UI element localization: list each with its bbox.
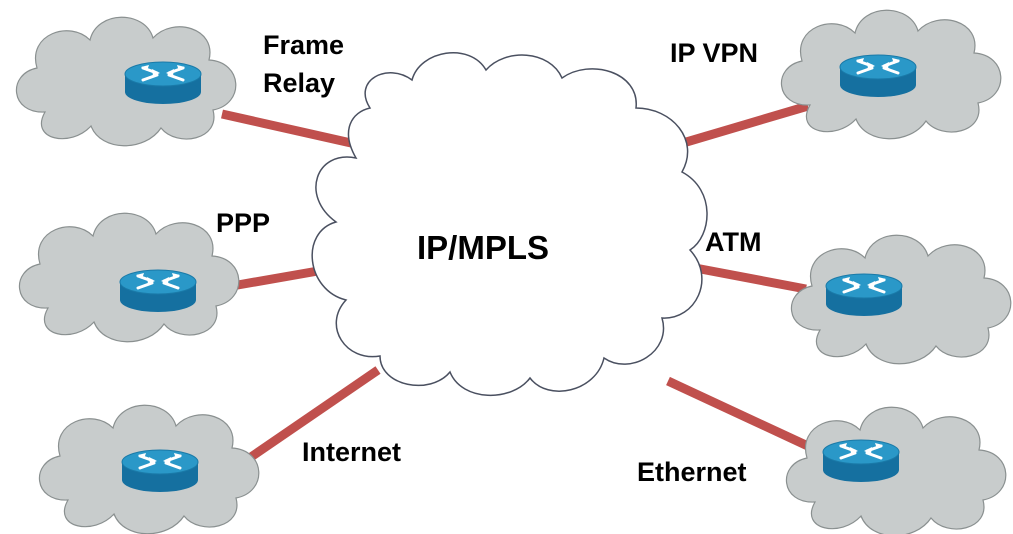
label-ethernet: Ethernet [637,457,747,487]
link-atm [689,262,807,294]
core-label: IP/MPLS [417,229,550,266]
site-ip-vpn [780,9,1002,140]
label-frame-relay-line-1: Frame [263,30,345,60]
router-icon [120,448,200,494]
core-cloud-icon [311,52,708,397]
router-icon [824,272,904,318]
links-layer [221,101,812,472]
label-atm: ATM [705,227,762,257]
site-frame-relay [15,16,237,147]
link-ethernet [666,376,812,452]
site-ethernet [785,406,1007,534]
router-icon [118,268,198,314]
link-internet [232,366,381,472]
site-internet [38,404,260,534]
router-icon [838,53,918,99]
router-icon [821,438,901,484]
label-frame-relay-line-2: Relay [263,68,336,98]
link-frame-relay [221,109,361,150]
site-atm [790,234,1012,365]
link-ppp [231,266,319,291]
site-ppp [18,212,240,343]
label-ppp: PPP [216,208,271,238]
router-icon [123,60,203,106]
label-ip-vpn: IP VPN [670,38,759,68]
label-internet: Internet [302,437,402,467]
label-frame-relay: Frame Relay [263,26,344,102]
link-ip-vpn [681,101,810,148]
